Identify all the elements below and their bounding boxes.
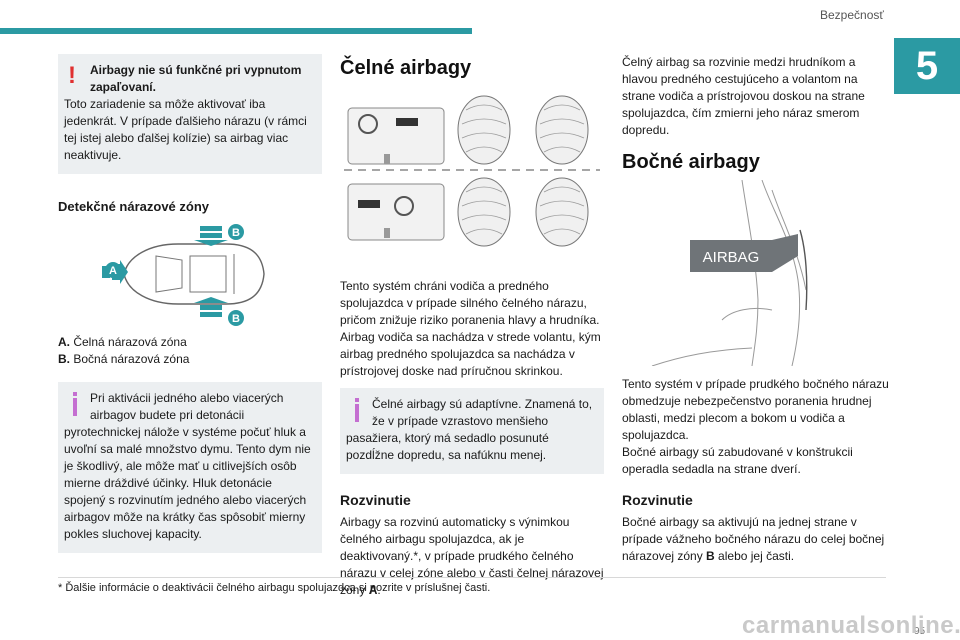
airbag-deployed-3 bbox=[457, 177, 511, 247]
side-deployment-text: Bočné airbagy sa aktivujú na jednej stra… bbox=[622, 515, 885, 563]
frontal-airbags-illustration bbox=[344, 95, 600, 247]
frontal-airbags-heading: Čelné airbagy bbox=[340, 57, 472, 79]
column-left: ! Airbagy nie sú funkčné pri vypnutom za… bbox=[58, 54, 322, 553]
side-airbags-heading: Bočné airbagy bbox=[622, 151, 760, 173]
airbag-deployed-1 bbox=[457, 95, 511, 165]
info-text: pasažiera, ktorý má sedadlo posunuté poz… bbox=[346, 431, 549, 462]
zone-b-badge-top: B bbox=[232, 227, 240, 239]
side-airbag-seat-illustration: AIRBAG bbox=[651, 180, 808, 366]
info-text: pyrotechnickej nálože v systéme počuť hl… bbox=[64, 425, 311, 541]
info-box-detonation: Pri aktivácii jedného alebo viacerých ai… bbox=[58, 382, 322, 553]
warning-title: Airbagy nie sú funkčné pri vypnutom zapa… bbox=[90, 63, 302, 94]
chapter-number: 5 bbox=[894, 38, 960, 94]
zones-heading: Detekčné nárazové zóny bbox=[58, 199, 210, 214]
deployment-heading: Rozvinutie bbox=[340, 492, 411, 508]
info-icon bbox=[69, 392, 81, 418]
header-accent-bar bbox=[0, 28, 472, 34]
dashboard-lhd bbox=[347, 107, 445, 165]
info-lead: Pri aktivácii jedného alebo viacerých ai… bbox=[90, 391, 284, 422]
footnote: * Ďalšie informácie o deaktivácii čelnéh… bbox=[58, 582, 491, 594]
page-number: 95 bbox=[914, 626, 926, 637]
airbag-label-plate bbox=[690, 240, 772, 272]
frontal-deploy-description: Čelný airbag sa rozvinie medzi hrudníkom… bbox=[622, 55, 865, 137]
info-icon bbox=[351, 398, 363, 424]
airbag-label: AIRBAG bbox=[703, 249, 760, 266]
impact-zones-diagram: A B B bbox=[102, 224, 265, 326]
deployment-text: Airbagy sa rozvinú automaticky s výnimko… bbox=[340, 515, 604, 597]
car-top-view bbox=[123, 243, 265, 305]
column-middle: Čelné airbagy bbox=[340, 54, 604, 599]
watermark: carmanualsonline.info bbox=[742, 612, 960, 639]
footnote-divider bbox=[58, 577, 886, 578]
info-lead: Čelné airbagy sú adaptívne. Znamená to, … bbox=[372, 397, 593, 428]
warning-icon: ! bbox=[68, 62, 76, 89]
airbag-deployed-4 bbox=[535, 177, 589, 247]
side-airbags-description: Tento systém v prípade prudkého bočného … bbox=[622, 377, 889, 442]
zone-a-legend: A. Čelná nárazová zóna bbox=[58, 335, 187, 349]
column-right: Čelný airbag sa rozvinie medzi hrudníkom… bbox=[622, 54, 890, 565]
header-title: Bezpečnosť bbox=[820, 8, 884, 22]
side-airbags-location: Bočné airbagy sú zabudované v konštrukci… bbox=[622, 445, 853, 476]
zone-b-legend: B. Bočná nárazová zóna bbox=[58, 352, 190, 366]
side-deployment-heading: Rozvinutie bbox=[622, 492, 693, 508]
zone-a-badge: A bbox=[109, 265, 117, 277]
airbag-deployed-2 bbox=[535, 95, 589, 165]
warning-text: Toto zariadenie sa môže aktivovať iba je… bbox=[64, 97, 307, 162]
info-box-adaptive: Čelné airbagy sú adaptívne. Znamená to, … bbox=[340, 388, 604, 474]
frontal-airbags-description: Tento systém chráni vodiča a predného sp… bbox=[340, 279, 601, 378]
dashboard-rhd bbox=[347, 183, 445, 241]
side-zone-arrows-bottom bbox=[194, 297, 228, 317]
zone-b-badge-bottom: B bbox=[232, 313, 240, 325]
warning-box: ! Airbagy nie sú funkčné pri vypnutom za… bbox=[58, 54, 322, 174]
seat-outline bbox=[651, 180, 807, 366]
side-zone-arrows-top bbox=[194, 226, 228, 246]
